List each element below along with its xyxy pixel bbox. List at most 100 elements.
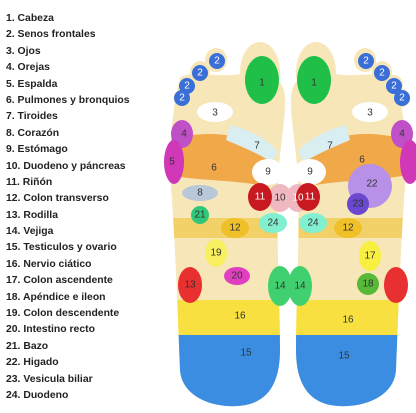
left-spleen-zone (191, 206, 209, 224)
zone-label: 15 (240, 348, 252, 359)
zone-label: 11 (255, 192, 266, 203)
zone-label: 3 (212, 108, 218, 119)
legend-item: 10. Duodeno y páncreas (6, 160, 126, 172)
zone-label: 14 (274, 281, 286, 292)
right-sinus-zone (358, 53, 374, 69)
zone-label: 19 (210, 248, 222, 259)
left-colon-descending-zone (205, 239, 227, 267)
left-heart-zone (182, 185, 218, 201)
legend-item: 5. Espalda (6, 78, 58, 90)
left-foot (164, 42, 292, 407)
right-thyroid-zone (298, 125, 350, 162)
zone-label: 4 (399, 129, 405, 140)
legend-item: 8. Corazón (6, 127, 60, 139)
legend-item: 19. Colon descendente (6, 308, 120, 320)
legend-item: 2. Senos frontales (6, 29, 96, 41)
left-head-zone (245, 56, 279, 104)
left-kidney-zone (248, 183, 272, 211)
left-knee-zone (178, 267, 202, 303)
legend-item: 20. Intestino recto (6, 324, 95, 336)
right-knee-zone (384, 267, 408, 303)
right-bladder-zone (288, 266, 312, 306)
left-sinus-zone (174, 90, 190, 106)
zone-label: 7 (254, 141, 260, 152)
legend-item: 14. Vejiga (6, 226, 54, 238)
zone-label: 8 (197, 188, 203, 199)
right-head-zone (297, 56, 331, 104)
zone-label: 1 (259, 78, 265, 89)
zone-label: 5 (169, 157, 175, 168)
zone-label: 24 (307, 218, 319, 229)
right-sinus-zone (374, 65, 390, 81)
zone-label: 12 (342, 223, 354, 234)
zone-label: 3 (367, 108, 373, 119)
right-sinus-zone (394, 90, 410, 106)
zone-label: 2 (197, 68, 203, 79)
zone-label: 9 (307, 167, 313, 178)
legend-item: 4. Orejas (6, 62, 50, 74)
feet-reflexology-chart: 1 2 2 2 2 3 4 5 6 7 8 9 10 11 21 12 24 1… (160, 0, 416, 413)
right-appendix-zone (357, 273, 379, 295)
legend-item: 21. Bazo (6, 340, 49, 352)
left-duodenum-pancreas-zone (268, 184, 292, 212)
left-sinus-zone (192, 65, 208, 81)
zone-label: 2 (399, 93, 405, 104)
right-colon-transverse-zone (334, 218, 362, 238)
zone-label: 2 (391, 81, 397, 92)
right-gallbladder-zone (347, 193, 369, 215)
zone-label: 18 (362, 279, 374, 290)
legend-list: 1. Cabeza 2. Senos frontales 3. Ojos 4. … (6, 11, 181, 404)
zone-label: 4 (181, 129, 187, 140)
legend-item: 12. Colon transverso (6, 193, 109, 205)
zone-label: 6 (359, 155, 365, 166)
zone-label: 2 (214, 56, 220, 67)
legend-item: 3. Ojos (6, 45, 41, 57)
zone-label: 16 (342, 315, 354, 326)
zone-label: 17 (364, 251, 376, 262)
legend-item: 9. Estómago (6, 144, 68, 156)
legend-item: 17. Colon ascendente (6, 275, 113, 287)
left-colon-transverse-zone (221, 218, 249, 238)
legend-item: 7. Tiroides (6, 111, 58, 123)
zone-label: 21 (194, 210, 206, 221)
right-testes-zone (290, 335, 406, 407)
zone-label: 15 (338, 351, 350, 362)
legend-item: 6. Pulmones y bronquios (6, 94, 130, 106)
left-bladder-zone (268, 266, 292, 306)
zone-label: 14 (294, 281, 306, 292)
left-duodenum-zone (259, 213, 287, 233)
legend-item: 15. Testiculos y ovario (6, 242, 117, 254)
left-sinus-zone (209, 53, 225, 69)
zone-label: 12 (229, 223, 241, 234)
legend-item: 24. Duodeno (6, 389, 69, 401)
zone-label: 2 (179, 93, 185, 104)
legend-item: 18. Apéndice e ileon (6, 291, 106, 303)
legend-item: 11. Riñón (6, 176, 53, 188)
right-eyes-zone (352, 102, 388, 122)
zone-label: 1 (311, 78, 317, 89)
left-testes-zone (170, 335, 286, 407)
right-sinus-zone (386, 78, 402, 94)
left-back-zone (164, 140, 184, 184)
left-sciatic-zone (170, 300, 286, 335)
zone-label: 11 (305, 192, 316, 203)
legend-item: 13. Rodilla (6, 209, 58, 221)
legend-item: 23. Vesicula biliar (6, 373, 93, 385)
right-duodenum-zone (299, 213, 327, 233)
right-sciatic-zone (290, 300, 406, 335)
right-stomach-zone (294, 159, 326, 185)
left-sinus-zone (179, 78, 195, 94)
zone-label: 22 (366, 179, 378, 190)
zone-label: 9 (265, 167, 271, 178)
zone-label: 16 (234, 311, 246, 322)
right-colon-ascending-zone (359, 241, 381, 271)
zone-label: 7 (327, 141, 333, 152)
left-thyroid-zone (226, 125, 278, 162)
zone-label: 10 (274, 193, 286, 204)
zone-label: 10 (292, 193, 304, 204)
left-rectum-zone (224, 267, 250, 285)
left-stomach-zone (252, 159, 284, 185)
zone-label: 2 (379, 68, 385, 79)
zone-label: 2 (184, 81, 190, 92)
left-eyes-zone (197, 102, 233, 122)
